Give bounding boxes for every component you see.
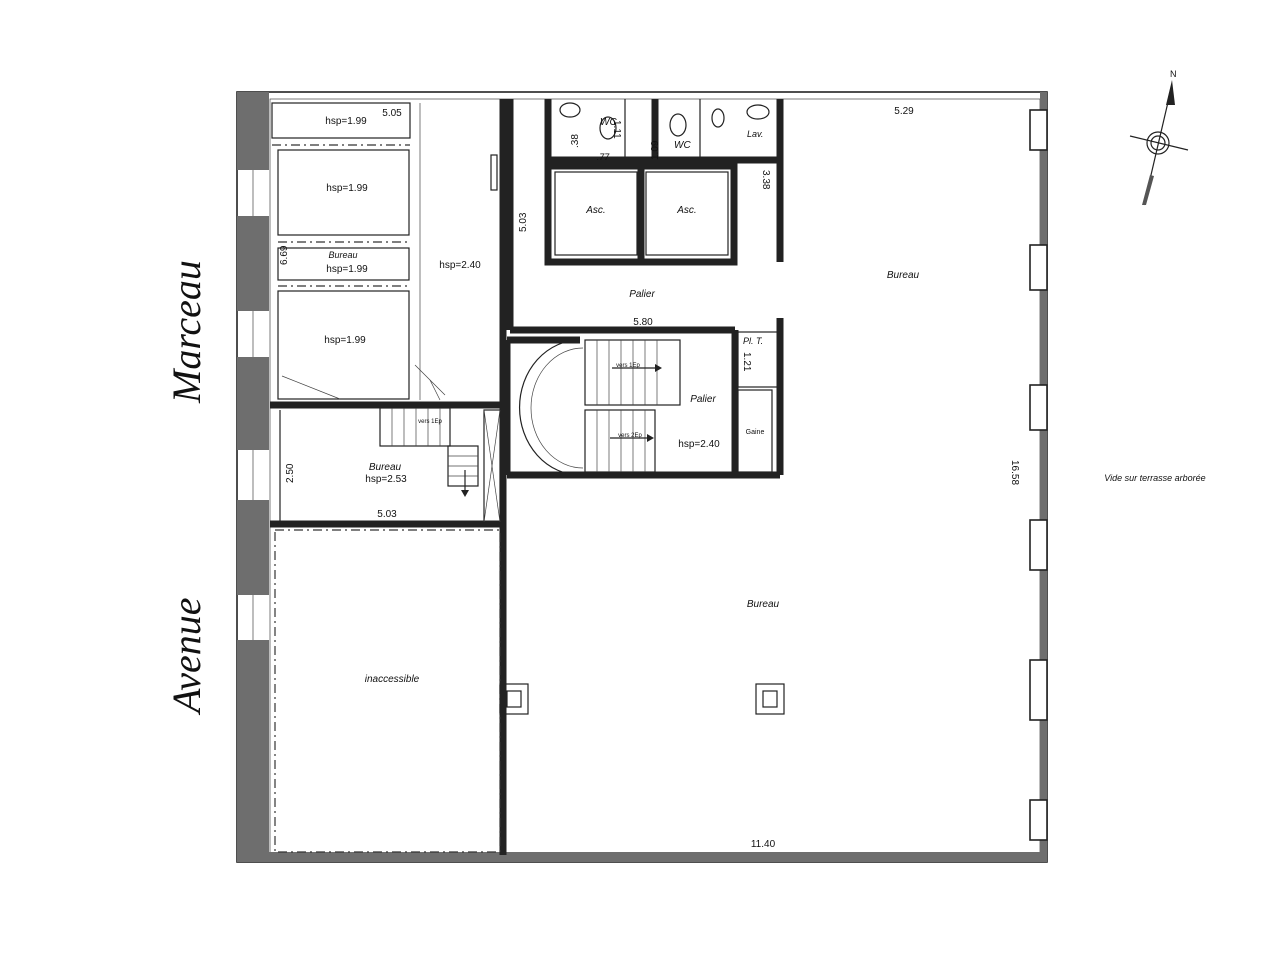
columns xyxy=(499,683,785,715)
room-label-office-small: Bureau xyxy=(369,462,402,473)
lift-shafts xyxy=(544,162,738,266)
dim-top-right: 5.29 xyxy=(894,106,914,117)
dim-wc-right-vert: 3.38 xyxy=(760,170,771,190)
small-office-stair xyxy=(279,407,501,523)
room-label-landing-stair: Palier xyxy=(690,394,716,405)
right-facade xyxy=(1029,92,1048,862)
dim-landing-width: 5.80 xyxy=(633,317,653,328)
stair-label-down: vers 2Ep xyxy=(618,433,642,439)
compass-icon: N xyxy=(1129,69,1189,206)
room-label-wc-1: WC xyxy=(600,117,617,128)
left-small-offices xyxy=(271,102,498,401)
room-label-lift-1: Asc. xyxy=(585,205,605,216)
room-label-office-large: Bureau xyxy=(747,599,780,610)
dim-wc-b: .77 xyxy=(597,152,611,162)
room-label-landing-top: Palier xyxy=(629,289,655,300)
dim-top-left: 5.05 xyxy=(382,108,402,119)
dim-right-vert: 16.58 xyxy=(1009,460,1020,485)
wc-block xyxy=(544,99,780,166)
dim-left-vert: 6.69 xyxy=(279,245,290,265)
height-label-corridor: hsp=2.40 xyxy=(439,260,481,271)
dim-small-office-width: 5.03 xyxy=(377,509,397,520)
height-label-stair: hsp=2.40 xyxy=(678,439,720,450)
dim-landing-vert: 5.03 xyxy=(518,212,529,232)
bottom-wall xyxy=(237,852,1047,862)
dim-plt-vert: 1.21 xyxy=(741,352,752,372)
left-facade xyxy=(237,92,269,862)
dim-small-office-vert: 2.50 xyxy=(285,463,296,483)
stair-label-up: vers 1Ep xyxy=(616,363,640,369)
interior-walls xyxy=(270,99,784,855)
room-label-sheath: Gaine xyxy=(746,429,765,436)
main-stair xyxy=(519,339,681,476)
compass-north-label: N xyxy=(1170,69,1177,79)
room-label-sink: Lav. xyxy=(747,129,763,139)
room-label-pl-t: Pl. T. xyxy=(743,336,763,346)
outside-note: Vide sur terrasse arborée xyxy=(1104,473,1205,483)
height-label-2: hsp=1.99 xyxy=(326,183,368,194)
pl-t-closet xyxy=(737,331,779,388)
height-label-4: hsp=1.99 xyxy=(324,335,366,346)
room-label-inaccessible: inaccessible xyxy=(365,674,420,685)
dim-bottom-width: 11.40 xyxy=(751,839,776,850)
stair-label-small: vers 1Ep xyxy=(418,419,442,425)
height-label-office-small: hsp=2.53 xyxy=(365,474,407,485)
dim-wc-a: .38 xyxy=(570,134,581,148)
room-label-wc-2: WC xyxy=(674,140,691,151)
room-label-office-main: Bureau xyxy=(887,270,920,281)
dim-wc-c: 1.11 xyxy=(611,120,622,139)
dim-wc-d: 1.09 xyxy=(650,140,661,160)
street-name-lower: Avenue xyxy=(164,598,209,717)
height-label-3: hsp=1.99 xyxy=(326,264,368,275)
sheath-shaft xyxy=(737,389,773,473)
room-label-office-left: Bureau xyxy=(328,250,357,260)
height-label-1: hsp=1.99 xyxy=(325,116,367,127)
street-name-upper: Marceau xyxy=(164,260,209,404)
room-label-lift-2: Asc. xyxy=(676,205,696,216)
